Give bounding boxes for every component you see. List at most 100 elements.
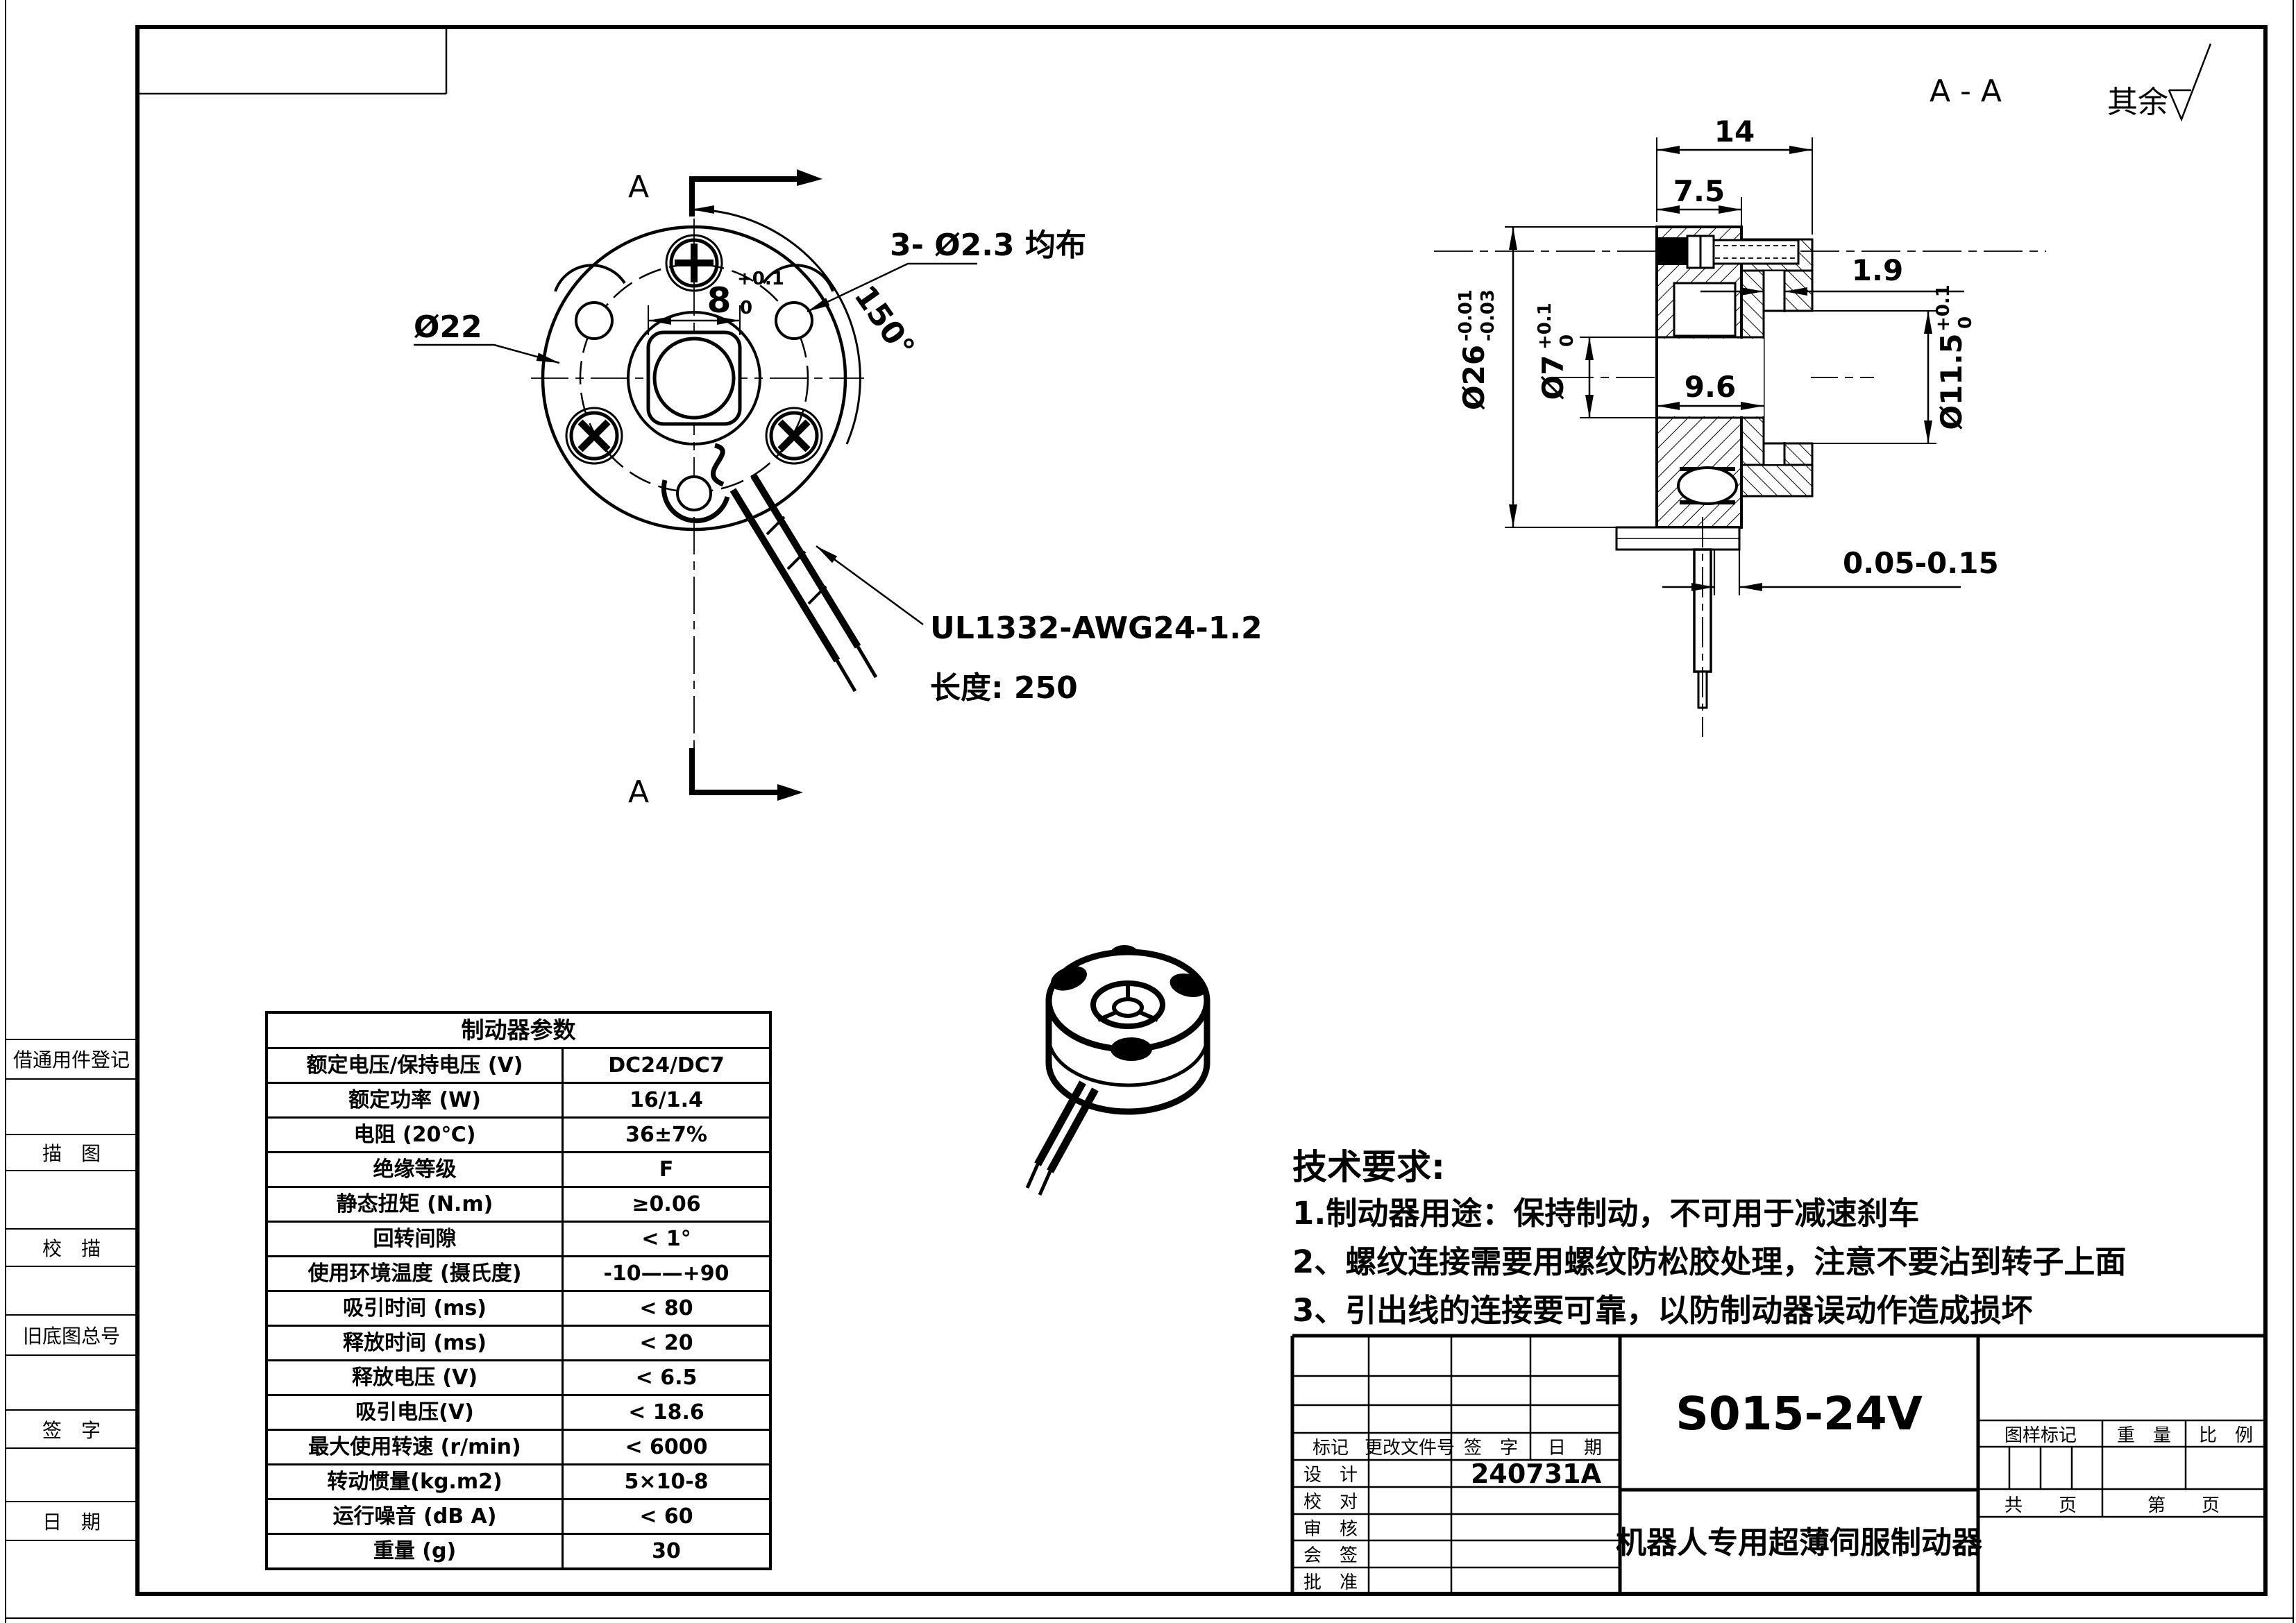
svg-text:0.05-0.15: 0.05-0.15: [1843, 546, 1999, 580]
svg-text:A: A: [628, 169, 649, 205]
surface-finish-icon: [2168, 43, 2212, 122]
col-sign: 签 字: [1464, 1438, 1518, 1459]
screw-top: [665, 234, 723, 292]
row-design: 设 计: [1303, 1465, 1358, 1486]
registration-box: [137, 27, 448, 95]
svg-text:+0.1: +0.1: [1535, 303, 1555, 350]
section-view: 14 7.5 9.6 1.9 0.05-0.15: [1434, 114, 2046, 737]
wire-label-group: UL1332-AWG24-1.2 长度: 250: [816, 545, 1263, 706]
design-sign-date: 240731A: [1471, 1459, 1602, 1489]
row-approve: 批 准: [1303, 1572, 1358, 1593]
table-row: 额定功率 (W)16/1.4: [268, 1084, 769, 1119]
screw-lower-right: [765, 407, 823, 465]
section-title: A - A: [1930, 74, 2002, 109]
table-row: 额定电压/保持电压 (V)DC24/DC7: [268, 1049, 769, 1084]
svg-text:0: 0: [1955, 316, 1976, 329]
screw-lower-left: [565, 407, 623, 465]
hub-bore: [652, 337, 736, 420]
sidebar-label-borrow: 借通用件登记: [13, 1048, 130, 1071]
drawing-mark-label: 图样标记: [2004, 1425, 2077, 1446]
table-row: 电阻 (20℃)36±7%: [268, 1119, 769, 1153]
sidebar-label-date: 日 期: [42, 1511, 101, 1533]
table-row: 吸引时间 (ms)< 80: [268, 1292, 769, 1327]
total-pages-label: 共 页: [2004, 1495, 2077, 1516]
svg-text:0: 0: [1557, 334, 1578, 347]
table-row: 静态扭矩 (N.m)≥0.06: [268, 1188, 769, 1223]
table-row: 最大使用转速 (r/min)< 6000: [268, 1431, 769, 1465]
svg-text:3- Ø2.3 均布: 3- Ø2.3 均布: [890, 228, 1086, 263]
col-change-doc: 更改文件号: [1365, 1438, 1455, 1459]
section-marker-top: A: [628, 169, 822, 216]
cutout-upper-left: [554, 264, 626, 292]
dim-diameter-22: Ø22: [414, 309, 560, 364]
param-table-title: 制动器参数: [268, 1014, 769, 1049]
hole-upper-right: [775, 301, 813, 340]
outer-circle: [541, 225, 847, 532]
svg-text:+0.1: +0.1: [737, 269, 784, 289]
table-row: 释放电压 (V)< 6.5: [268, 1361, 769, 1396]
dim-gap: 0.05-0.15: [1662, 546, 1999, 591]
table-row: 使用环境温度 (摄氏度)-10——+90: [268, 1257, 769, 1292]
tech-req-item: 2、螺纹连接需要用螺纹防松胶处理，注意不要沾到转子上面: [1292, 1243, 2127, 1280]
svg-text:UL1332-AWG24-1.2: UL1332-AWG24-1.2: [930, 611, 1263, 646]
svg-text:长度: 250: 长度: 250: [930, 670, 1078, 706]
tech-requirements: 技术要求: 1.制动器用途：保持制动，不可用于减速刹车 2、螺纹连接需要用螺纹防…: [1292, 1139, 2126, 1334]
sidebar-label-check-trace: 校 描: [42, 1237, 101, 1260]
sidebar-label-old-no: 旧底图总号: [23, 1325, 120, 1348]
col-mark: 标记: [1312, 1438, 1349, 1459]
roughness-remark: 其余: [2107, 85, 2168, 120]
svg-text:Ø7: Ø7: [1536, 355, 1570, 400]
dim-bore11-5: Ø11.5 +0.1 0: [1812, 284, 1976, 444]
svg-text:8: 8: [707, 280, 732, 321]
tech-req-item: 3、引出线的连接要可靠，以防制动器误动作造成损坏: [1292, 1292, 2033, 1329]
svg-text:A: A: [628, 774, 649, 810]
svg-text:Ø11.5: Ø11.5: [1934, 333, 1968, 430]
col-date: 日 期: [1548, 1438, 1602, 1459]
sidebar-label-sign: 签 字: [42, 1419, 101, 1442]
dim-7-5: 7.5: [1657, 174, 1742, 236]
svg-text:-0.03: -0.03: [1478, 289, 1499, 341]
dim-1-9: 1.9: [1700, 253, 1964, 296]
section-marker-bottom: A: [628, 748, 803, 810]
svg-text:+0.1: +0.1: [1933, 284, 1954, 332]
scale-label: 比 例: [2199, 1425, 2253, 1446]
tech-req-item: 1.制动器用途：保持制动，不可用于减速刹车: [1292, 1195, 1920, 1232]
cutout-upper-right: [762, 264, 834, 292]
row-countersign: 会 签: [1303, 1545, 1358, 1566]
table-row: 回转间隙< 1°: [268, 1223, 769, 1257]
front-view: A A 150° 8 +0.1 0 Ø22 3- Ø2.3 均布: [414, 169, 1263, 810]
sheet-border: [5, 0, 2294, 1623]
svg-text:9.6: 9.6: [1685, 370, 1736, 404]
rotor-web-bottom: [1783, 442, 1814, 466]
table-row: 运行噪音 (dB A)< 60: [268, 1500, 769, 1535]
drawing-frame: [135, 25, 2268, 1596]
tech-req-title: 技术要求:: [1292, 1147, 1445, 1187]
boss-circle: [627, 311, 761, 445]
title-block: 标记 更改文件号 签 字 日 期 设 计 校 对 审 核 会 签 批 准 240…: [1290, 1334, 2265, 1594]
table-row: 转动惯量(kg.m2)5×10-8: [268, 1465, 769, 1500]
hole-bottom: [676, 475, 712, 511]
svg-text:7.5: 7.5: [1673, 174, 1725, 208]
row-audit: 审 核: [1303, 1519, 1358, 1540]
dim-od26: Ø26 -0.01 -0.03: [1455, 226, 1655, 528]
coil-window: [1673, 282, 1737, 337]
svg-text:0: 0: [740, 298, 752, 318]
svg-text:Ø22: Ø22: [414, 309, 482, 345]
param-table: 制动器参数 额定电压/保持电压 (V)DC24/DC7 额定功率 (W)16/1…: [265, 1011, 772, 1570]
svg-text:Ø26: Ø26: [1457, 345, 1491, 410]
svg-text:-0.01: -0.01: [1455, 289, 1476, 341]
dim-14: 14: [1656, 114, 1813, 235]
dim-9-6: 9.6: [1657, 370, 1764, 410]
hole-upper-left: [575, 301, 614, 340]
table-row: 吸引电压(V)< 18.6: [268, 1396, 769, 1431]
row-check: 校 对: [1303, 1492, 1358, 1513]
svg-text:14: 14: [1714, 114, 1755, 148]
svg-text:1.9: 1.9: [1852, 253, 1903, 287]
screw-section: [1658, 235, 1800, 269]
lead-wires: [661, 443, 878, 692]
angle-arc: [691, 205, 861, 445]
sidebar-label-trace: 描 图: [42, 1142, 101, 1165]
